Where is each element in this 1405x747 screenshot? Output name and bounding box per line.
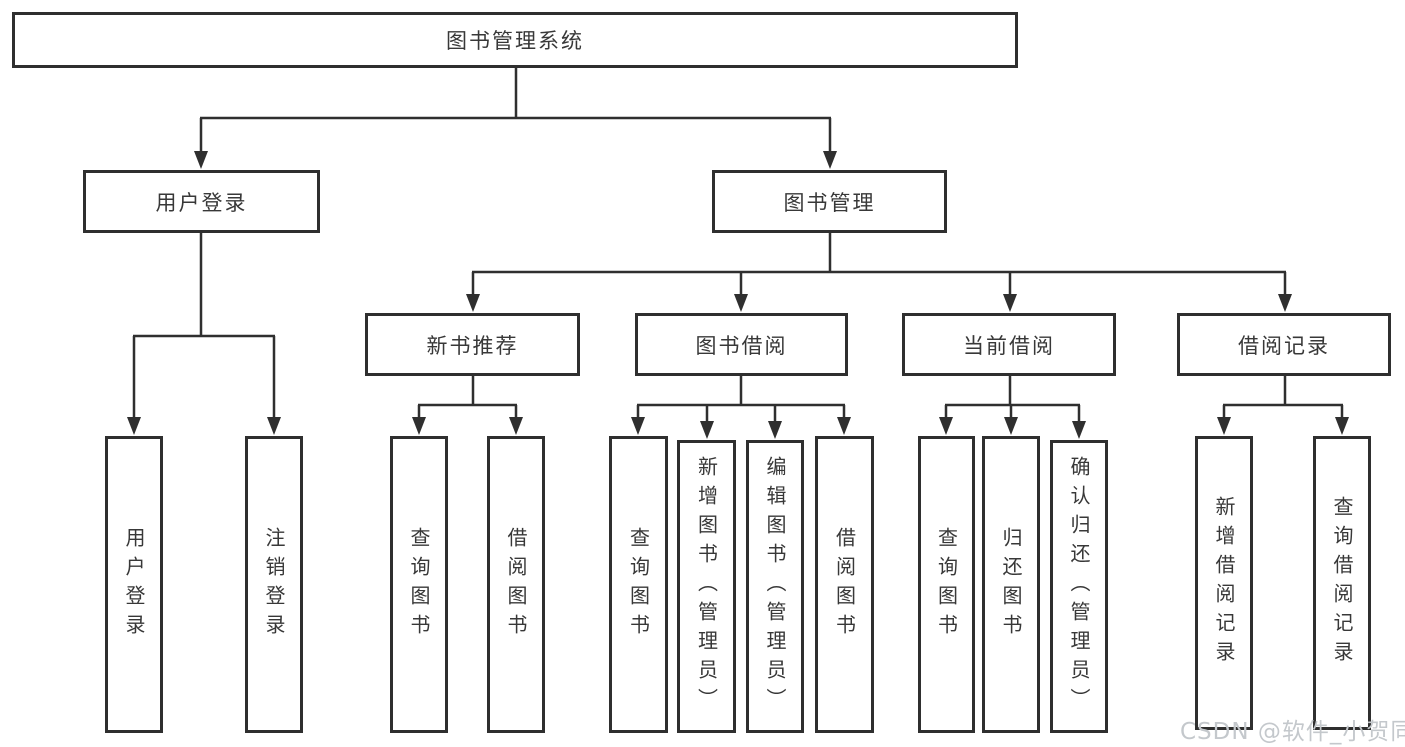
node-label: 用户登录 — [155, 190, 248, 215]
connector-current-borrow-group — [944, 376, 1081, 422]
leaf-query-books: 查询图书 — [609, 436, 668, 733]
node-label: 当前借阅 — [963, 333, 1055, 358]
node-label: 借阅图书 — [832, 526, 857, 643]
leaf-add-books-admin: 新增图书（管理员） — [677, 440, 736, 733]
node-new-book-recommend: 新书推荐 — [365, 313, 580, 376]
arrowhead — [1335, 417, 1349, 435]
arrowhead — [267, 417, 281, 435]
connector-user-login-group — [132, 233, 276, 420]
arrowhead — [194, 151, 208, 169]
leaf-logout: 注销登录 — [245, 436, 303, 733]
connector-book-borrow-group — [636, 376, 846, 422]
leaf-query-books: 查询图书 — [390, 436, 448, 733]
arrowhead — [631, 417, 645, 435]
node-label: 图书管理系统 — [446, 29, 584, 53]
arrowhead — [127, 417, 141, 435]
node-label: 用户登录 — [122, 526, 146, 643]
arrowhead — [1003, 294, 1017, 312]
arrowhead — [1004, 417, 1018, 435]
arrowhead — [700, 421, 714, 439]
node-label: 新增借阅记录 — [1212, 496, 1236, 670]
node-label: 图书借阅 — [695, 333, 788, 358]
node-book-borrow: 图书借阅 — [635, 313, 848, 376]
leaf-borrow-books: 借阅图书 — [487, 436, 545, 733]
leaf-query-books: 查询图书 — [918, 436, 975, 733]
node-book-management: 图书管理 — [712, 170, 947, 233]
node-label: 查询借阅记录 — [1330, 496, 1354, 670]
leaf-user-login: 用户登录 — [105, 436, 163, 733]
leaf-borrow-books: 借阅图书 — [815, 436, 874, 733]
node-label: 借阅记录 — [1238, 333, 1330, 358]
arrowhead — [1217, 417, 1231, 435]
node-label: 查询图书 — [407, 526, 431, 643]
node-borrow-records: 借阅记录 — [1177, 313, 1391, 376]
node-label: 确认归还（管理员） — [1067, 456, 1091, 717]
leaf-query-borrow-record: 查询借阅记录 — [1313, 436, 1371, 730]
node-label: 借阅图书 — [504, 526, 528, 643]
csdn-watermark: CSDN @软件_小贺同学 — [1180, 719, 1405, 745]
arrowhead — [734, 294, 748, 312]
connector-root-level2 — [199, 68, 832, 158]
connector-new-books-group — [417, 376, 518, 420]
connector-borrow-records-group — [1222, 376, 1344, 420]
node-library-system: 图书管理系统 — [12, 12, 1018, 68]
node-label: 查询图书 — [626, 526, 651, 643]
node-label: 查询图书 — [934, 526, 959, 643]
arrowhead — [466, 294, 480, 312]
arrowhead — [837, 417, 851, 435]
node-label: 归还图书 — [999, 526, 1023, 643]
leaf-confirm-return-admin: 确认归还（管理员） — [1050, 440, 1108, 733]
node-label: 编辑图书（管理员） — [763, 456, 787, 717]
arrowhead — [509, 417, 523, 435]
arrowhead — [412, 417, 426, 435]
arrowhead — [823, 151, 837, 169]
node-user-login: 用户登录 — [83, 170, 320, 233]
leaf-return-books: 归还图书 — [982, 436, 1040, 733]
node-label: 注销登录 — [262, 526, 286, 643]
connector-book-mgmt-level3 — [471, 233, 1287, 300]
node-label: 新增图书（管理员） — [694, 456, 719, 717]
node-current-borrow: 当前借阅 — [902, 313, 1116, 376]
arrowhead — [1278, 294, 1292, 312]
leaf-edit-books-admin: 编辑图书（管理员） — [746, 440, 804, 733]
arrowhead — [1072, 421, 1086, 439]
node-label: 图书管理 — [783, 190, 876, 215]
arrowhead — [939, 417, 953, 435]
leaf-add-borrow-record: 新增借阅记录 — [1195, 436, 1253, 730]
node-label: 新书推荐 — [426, 333, 519, 358]
arrowhead — [768, 421, 782, 439]
